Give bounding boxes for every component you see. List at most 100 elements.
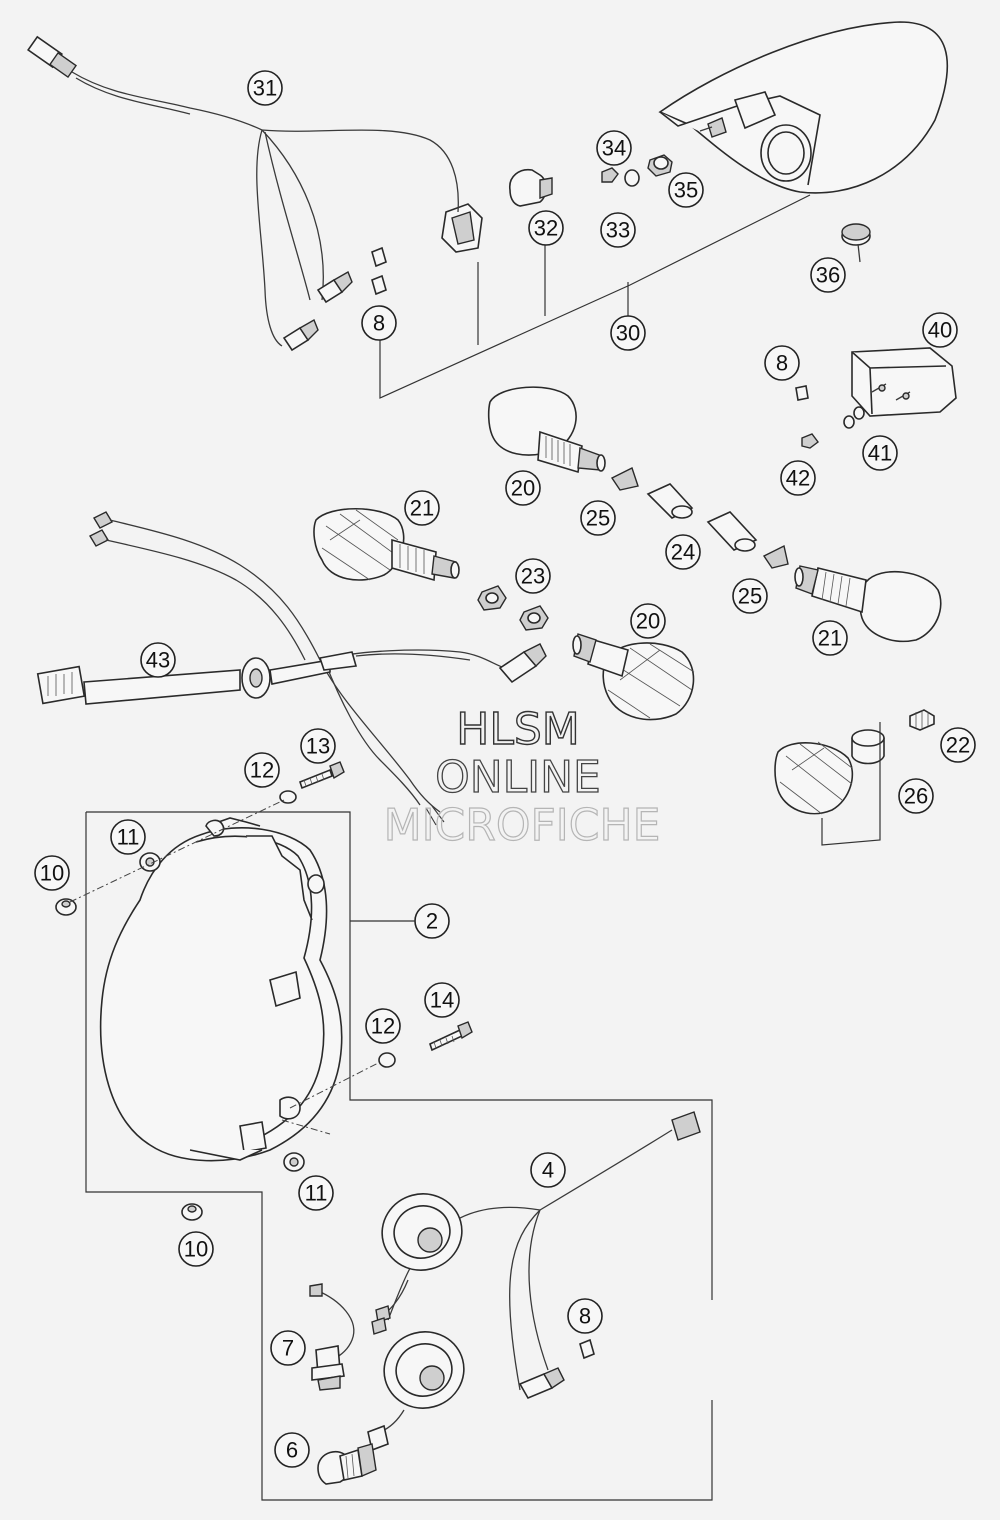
callout-30: 30 bbox=[610, 315, 646, 351]
headlight-group-frame bbox=[85, 811, 713, 1501]
svg-text:2: 2 bbox=[426, 909, 438, 934]
callout-25-upper: 25 bbox=[580, 500, 616, 536]
callout-22: 22 bbox=[940, 727, 976, 763]
grommet-11-upper bbox=[139, 852, 161, 872]
svg-text:12: 12 bbox=[371, 1014, 395, 1039]
callout-12-upper: 12 bbox=[244, 752, 280, 788]
svg-text:14: 14 bbox=[430, 988, 454, 1013]
svg-text:23: 23 bbox=[521, 564, 545, 589]
callout-8-plate: 8 bbox=[764, 345, 800, 381]
callout-14: 14 bbox=[424, 982, 460, 1018]
license-plate-light bbox=[795, 347, 957, 449]
callout-10-upper: 10 bbox=[34, 855, 70, 891]
svg-text:32: 32 bbox=[534, 216, 558, 241]
callout-43: 43 bbox=[140, 642, 176, 678]
callout-7: 7 bbox=[270, 1330, 306, 1366]
callout-26: 26 bbox=[898, 778, 934, 814]
svg-text:13: 13 bbox=[306, 734, 330, 759]
turn-signal-20-lower bbox=[572, 633, 695, 721]
svg-text:40: 40 bbox=[928, 318, 952, 343]
callout-11-lower: 11 bbox=[298, 1175, 334, 1211]
grommet-11-lower bbox=[283, 1152, 305, 1172]
callout-11-upper: 11 bbox=[110, 819, 146, 855]
screw-10-lower bbox=[181, 1203, 203, 1221]
spacer-24-pair bbox=[646, 483, 758, 552]
turn-signal-21-left bbox=[313, 507, 460, 582]
svg-text:20: 20 bbox=[511, 476, 535, 501]
callout-35: 35 bbox=[668, 172, 704, 208]
svg-text:25: 25 bbox=[586, 506, 610, 531]
callout-21-left: 21 bbox=[404, 490, 440, 526]
svg-text:31: 31 bbox=[253, 76, 277, 101]
screw-10-upper bbox=[55, 898, 77, 916]
svg-text:25: 25 bbox=[738, 584, 762, 609]
svg-text:10: 10 bbox=[40, 861, 64, 886]
svg-text:30: 30 bbox=[616, 321, 640, 346]
watermark-line-3: MICROFICHE bbox=[384, 800, 661, 851]
watermark: HLSM ONLINE MICROFICHE bbox=[383, 703, 661, 851]
callout-40: 40 bbox=[922, 312, 958, 348]
callout-13: 13 bbox=[300, 728, 336, 764]
callout-31: 31 bbox=[247, 70, 283, 106]
callout-42: 42 bbox=[780, 460, 816, 496]
nut-23-pair bbox=[477, 585, 549, 631]
headlight-harness bbox=[367, 1111, 701, 1452]
callout-21-right: 21 bbox=[812, 620, 848, 656]
svg-text:10: 10 bbox=[184, 1237, 208, 1262]
parking-bulb-7 bbox=[309, 1283, 355, 1391]
svg-text:34: 34 bbox=[602, 136, 626, 161]
headlight-bulb-6 bbox=[317, 1443, 377, 1485]
watermark-line-1: HLSM bbox=[456, 704, 580, 755]
callout-41: 41 bbox=[862, 435, 898, 471]
svg-text:21: 21 bbox=[410, 496, 434, 521]
svg-text:8: 8 bbox=[373, 311, 385, 336]
small-hardware-33-34-35 bbox=[601, 154, 673, 187]
svg-text:36: 36 bbox=[816, 263, 840, 288]
svg-text:33: 33 bbox=[606, 218, 630, 243]
svg-text:11: 11 bbox=[305, 1181, 328, 1206]
svg-text:4: 4 bbox=[542, 1158, 554, 1183]
svg-text:11: 11 bbox=[117, 825, 140, 850]
signal-lens-26-and-bulb-22 bbox=[774, 709, 935, 846]
bracket-25-pair bbox=[610, 467, 789, 569]
tail-bulb-socket bbox=[441, 168, 553, 253]
callout-32: 32 bbox=[528, 210, 564, 246]
svg-text:21: 21 bbox=[818, 626, 842, 651]
tail-wiring-harness bbox=[27, 35, 459, 352]
callout-25-lower: 25 bbox=[732, 578, 768, 614]
tail-light-leaders bbox=[379, 194, 811, 399]
callout-33: 33 bbox=[600, 212, 636, 248]
callout-34: 34 bbox=[596, 130, 632, 166]
bolt-13-washer-12 bbox=[279, 761, 345, 804]
headlight-housing bbox=[99, 817, 343, 1162]
svg-text:35: 35 bbox=[674, 178, 698, 203]
callout-20-upper: 20 bbox=[505, 470, 541, 506]
knob-36 bbox=[841, 223, 871, 263]
callout-10-lower: 10 bbox=[178, 1231, 214, 1267]
turn-signal-20-upper bbox=[487, 386, 606, 474]
callout-20-lower: 20 bbox=[630, 603, 666, 639]
callout-23: 23 bbox=[515, 558, 551, 594]
svg-text:7: 7 bbox=[282, 1336, 294, 1361]
svg-text:6: 6 bbox=[286, 1438, 298, 1463]
front-signal-harness bbox=[36, 511, 547, 826]
turn-signal-21-right bbox=[794, 565, 942, 642]
svg-text:24: 24 bbox=[671, 540, 695, 565]
svg-text:20: 20 bbox=[636, 609, 660, 634]
svg-text:12: 12 bbox=[250, 758, 274, 783]
svg-text:8: 8 bbox=[776, 351, 788, 376]
callout-24: 24 bbox=[665, 534, 701, 570]
bolt-14-washer-12 bbox=[378, 1021, 473, 1068]
tail-light-housing bbox=[658, 21, 948, 194]
watermark-line-2: ONLINE bbox=[435, 752, 601, 803]
callout-4: 4 bbox=[530, 1152, 566, 1188]
svg-text:43: 43 bbox=[146, 648, 170, 673]
mount-dashed-lines bbox=[69, 799, 385, 1135]
svg-text:8: 8 bbox=[579, 1304, 591, 1329]
callout-8-tail: 8 bbox=[361, 305, 397, 341]
callout-8-head: 8 bbox=[567, 1298, 603, 1334]
svg-text:41: 41 bbox=[868, 441, 892, 466]
svg-text:42: 42 bbox=[786, 466, 810, 491]
callout-12-lower: 12 bbox=[365, 1008, 401, 1044]
